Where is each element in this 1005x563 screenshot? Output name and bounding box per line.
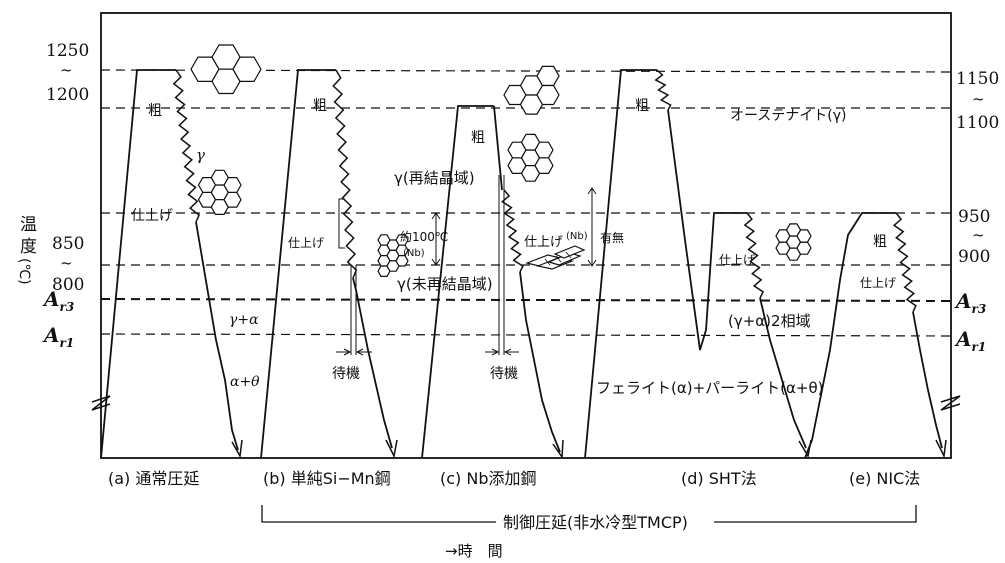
c-nonrecryst-label: γ(未再結晶域)	[397, 275, 493, 293]
right-1150: 1150	[956, 69, 999, 89]
caption-d: (d) SHT法	[681, 469, 757, 488]
grain-hexagon	[223, 191, 242, 208]
grain-fine-a	[197, 169, 242, 215]
grain-hexagon	[534, 157, 554, 174]
grain-hexagon	[536, 65, 560, 87]
e-rough-label: 粗	[873, 234, 887, 250]
left-800: 800	[52, 275, 84, 295]
c-finish-label: 仕上げ	[524, 235, 563, 250]
grain-hatching	[544, 251, 572, 266]
y-label-1: 温	[20, 215, 37, 235]
c-recryst-label: γ(再結晶域)	[394, 169, 475, 187]
caption-c: (c) Nb添加鋼	[440, 469, 537, 488]
curve-d	[584, 69, 812, 459]
caption-a: (a) 通常圧延	[108, 469, 199, 488]
c-presence-label: 有無	[600, 230, 624, 245]
grain-hexagon	[210, 169, 229, 186]
grain-coarse-c	[503, 65, 560, 115]
arrow-b	[385, 439, 398, 459]
a-alpha-theta-label: α+θ	[230, 374, 260, 390]
right-ar1: Ar1	[954, 327, 986, 354]
b-approx-label: 約100℃	[400, 229, 448, 244]
caption-e: (e) NIC法	[849, 469, 920, 488]
grain-hexagon	[232, 56, 262, 82]
right-tilde-1: ~	[972, 90, 985, 108]
right-ar3: Ar3	[954, 289, 986, 316]
line-ar1	[100, 333, 952, 337]
b-rough-label: 粗	[313, 98, 327, 114]
d-rough-label: 粗	[635, 98, 649, 114]
curve-e	[804, 212, 947, 459]
d-finish-label: 仕上げ	[719, 253, 755, 267]
e-finish-label: 仕上げ	[860, 276, 896, 290]
bracket-right	[714, 505, 917, 523]
a-gamma-label: γ	[196, 146, 205, 164]
a-finish-label: 仕上げ	[131, 208, 173, 224]
c-rough-label: 粗	[471, 130, 485, 146]
arrow-a	[231, 439, 243, 459]
curve-a	[100, 69, 243, 459]
a-gamma-alpha-label: γ+α	[229, 312, 259, 328]
grain-medium-c	[507, 133, 554, 182]
left-ar1: Ar1	[42, 323, 74, 350]
grain-hexagon	[536, 84, 560, 106]
arrow-e	[935, 439, 947, 459]
d-two-phase-label: (γ+α)2相域	[728, 312, 811, 330]
left-850: 850	[52, 234, 84, 254]
grain-hexagon	[785, 223, 802, 237]
d-ferrite-label: フェライト(α)+パーライト(α+θ)	[596, 379, 824, 397]
arrow-c	[552, 439, 564, 460]
right-axis-break	[940, 395, 961, 411]
a-rough-label: 粗	[148, 103, 162, 119]
left-tilde-2: ~	[60, 254, 73, 272]
grain-hexagon	[395, 255, 409, 267]
c-wait-label: 待機	[490, 366, 518, 382]
left-tilde-1: ~	[60, 61, 73, 79]
c-nb-label: (Nb)	[566, 231, 588, 242]
grain-mixed-b	[377, 234, 409, 277]
grain-hexagon	[520, 133, 541, 151]
b-finish-label: 仕上げ	[288, 236, 324, 250]
line-ar3	[100, 298, 952, 302]
plot-frame	[100, 12, 952, 459]
x-axis-label: →時 間	[445, 542, 503, 560]
right-tilde-2: ~	[972, 226, 985, 244]
bracket-left	[261, 505, 496, 523]
d-austenite-label: オーステナイト(γ)	[730, 108, 847, 124]
caption-b: (b) 単純Si−Mn鋼	[263, 469, 391, 488]
y-label-2: 度	[20, 237, 37, 257]
grain-coarse-a	[190, 44, 262, 95]
right-1100: 1100	[956, 113, 999, 133]
grain-hexagon	[796, 241, 812, 255]
right-950: 950	[958, 207, 990, 227]
bracket-label: 制御圧延(非水冷型TMCP)	[503, 513, 688, 532]
grain-elongated-c	[525, 245, 586, 270]
b-wait-label: 待機	[332, 366, 360, 382]
left-axis-break	[91, 395, 111, 411]
y-label-3: (℃)	[16, 258, 32, 285]
grain-fine-d	[775, 223, 812, 261]
b-nb-label: (Nb)	[403, 248, 425, 259]
left-1200: 1200	[46, 85, 89, 105]
left-ar3: Ar3	[42, 287, 74, 314]
curve-b	[260, 69, 441, 459]
right-900: 900	[958, 247, 990, 267]
curve-c	[421, 105, 597, 460]
left-1250: 1250	[46, 41, 89, 61]
elongated-grain	[553, 245, 586, 259]
